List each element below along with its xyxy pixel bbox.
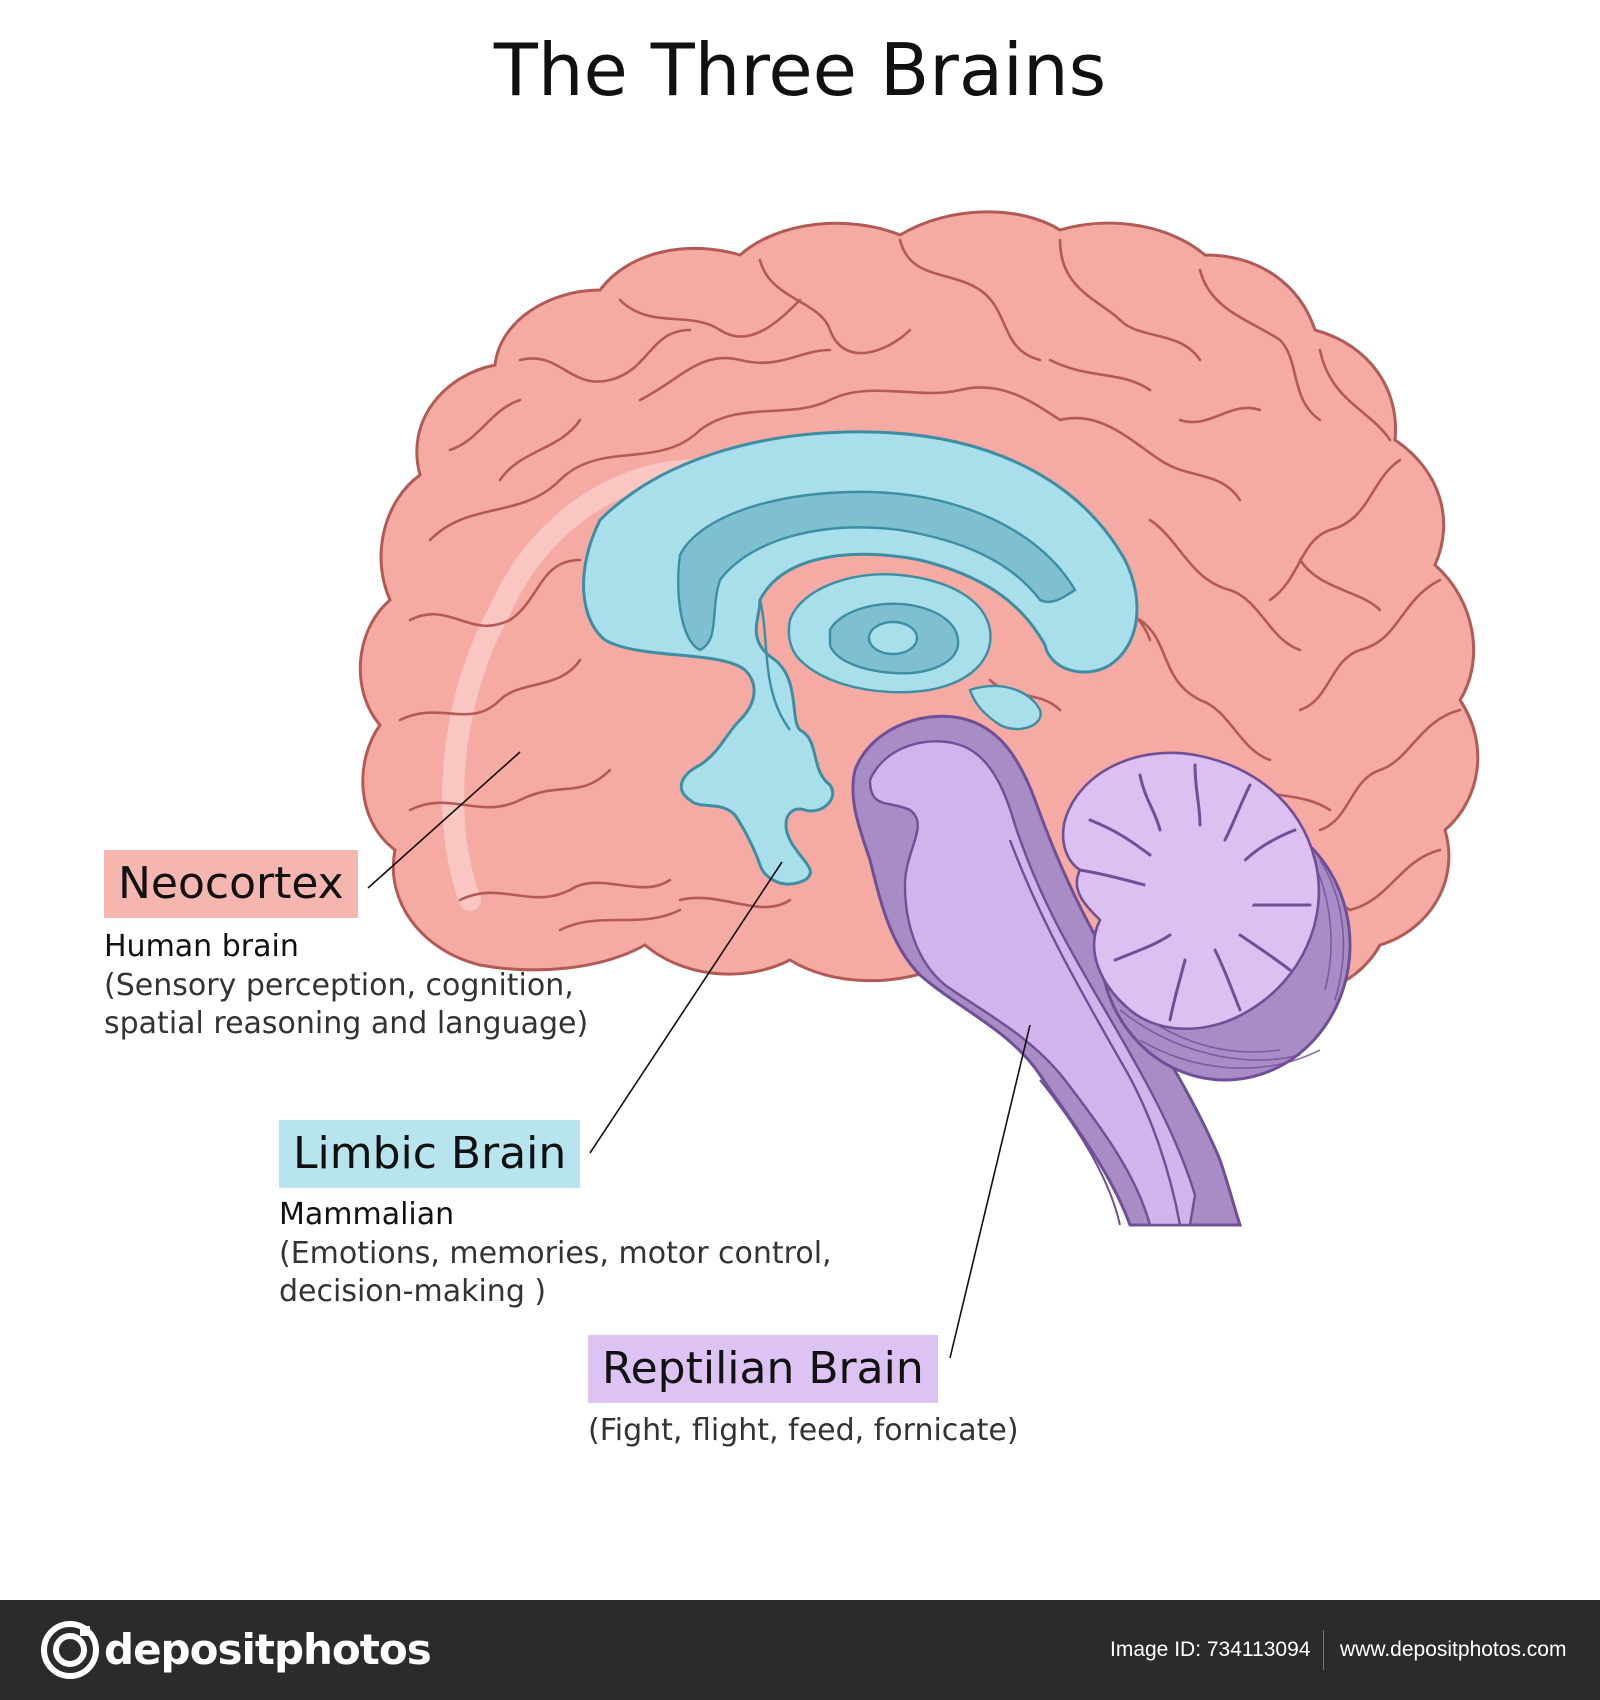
limbic-subtitle: Mammalian <box>279 1197 455 1232</box>
reptilian-leader-line <box>949 1024 1031 1359</box>
limbic-description-line-2: decision-making ) <box>279 1274 547 1309</box>
reptilian-region <box>851 714 1243 1227</box>
footer-bar: depositphotos Image ID: 734113094 www.de… <box>0 1600 1600 1700</box>
diagram-stage: The Three Brains <box>104 28 1480 1448</box>
depositphotos-logo-icon <box>41 1621 99 1679</box>
neocortex-description: (Sensory perception, cognition, spatial … <box>104 967 588 1043</box>
neocortex-description-line-1: (Sensory perception, cognition, <box>104 968 574 1003</box>
limbic-description: (Emotions, memories, motor control, deci… <box>279 1235 832 1311</box>
limbic-leader-line <box>589 861 783 1154</box>
limbic-description-line-1: (Emotions, memories, motor control, <box>279 1236 832 1271</box>
cortex-gyri <box>398 238 1462 932</box>
reptilian-description: (Fight, flight, feed, fornicate) <box>588 1413 1019 1448</box>
site-link[interactable]: www.depositphotos.com <box>1340 1638 1567 1661</box>
neocortex-description-line-2: spatial reasoning and language) <box>104 1006 589 1041</box>
page-title: The Three Brains <box>493 28 1107 112</box>
footer-divider <box>1323 1630 1324 1670</box>
neocortex-leader-line <box>367 751 521 889</box>
neocortex-subtitle: Human brain <box>104 929 299 964</box>
neocortex-label: Neocortex <box>104 850 358 918</box>
brain-illustration <box>358 210 1480 1359</box>
cerebellum-region <box>1061 751 1352 1082</box>
leader-lines <box>367 751 1031 1359</box>
logo-text[interactable]: depositphotos <box>104 1625 432 1674</box>
reptilian-label: Reptilian Brain <box>588 1335 938 1403</box>
limbic-label: Limbic Brain <box>279 1120 581 1188</box>
neocortex-region <box>358 210 1480 1003</box>
image-id: Image ID: 734113094 <box>1110 1638 1311 1661</box>
limbic-region <box>582 430 1139 886</box>
